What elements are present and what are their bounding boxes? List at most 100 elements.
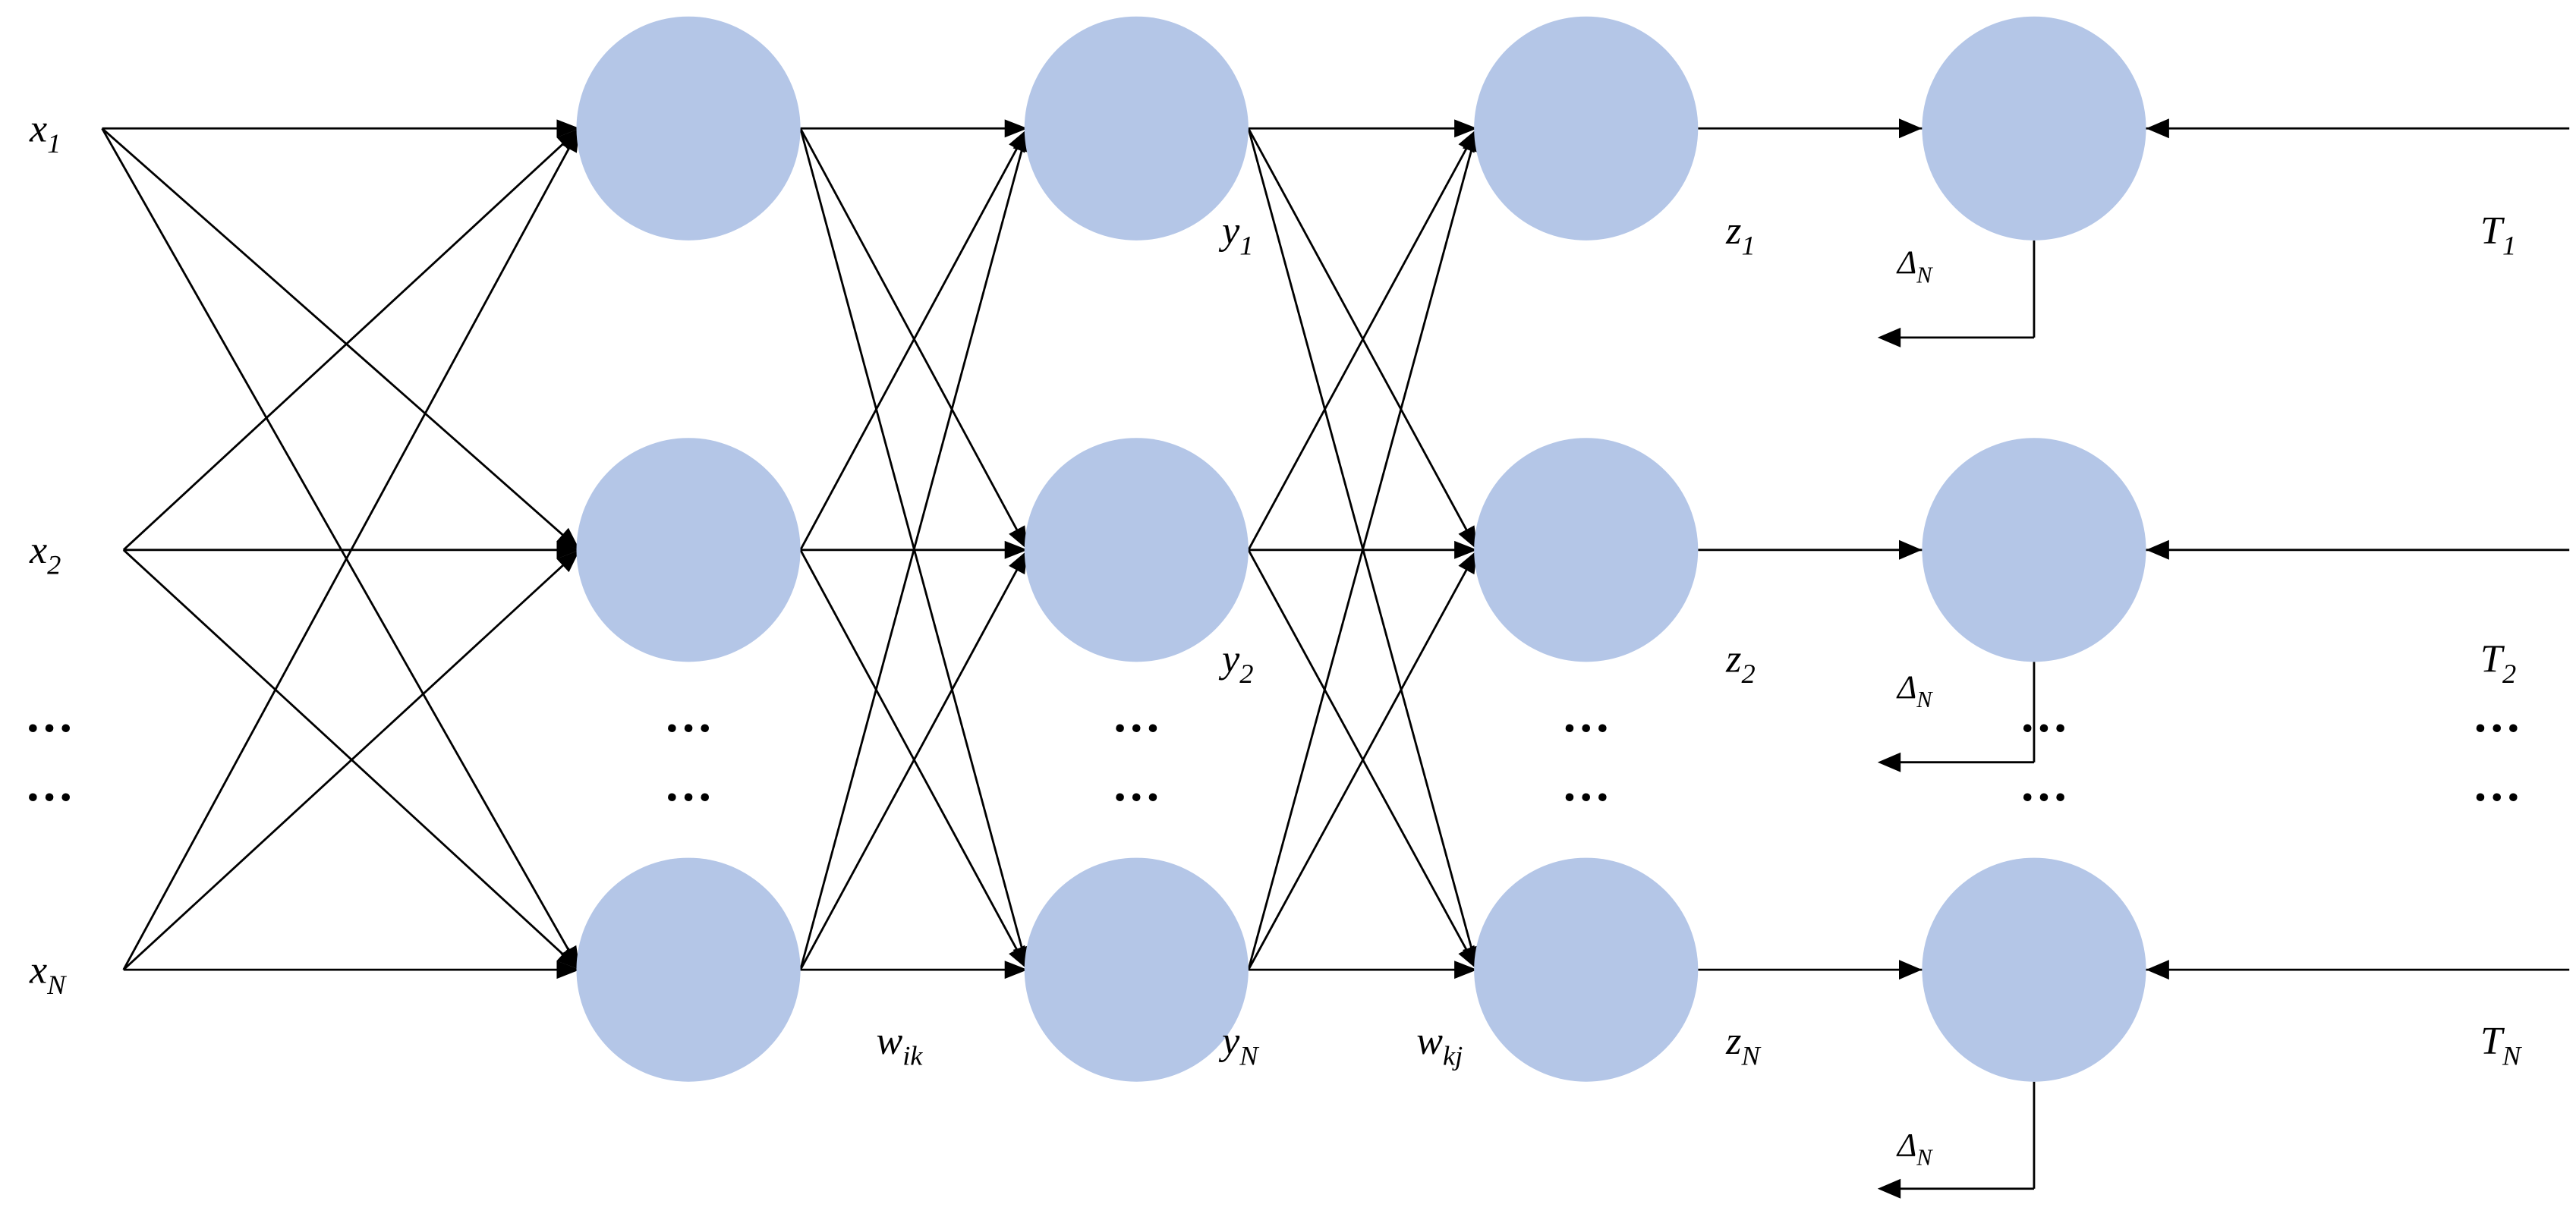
weight-label-2: wkj xyxy=(1416,1020,1463,1071)
input-label-3-base: x xyxy=(29,948,47,992)
connection-l2-2-to-l3-1 xyxy=(1247,127,1479,551)
arrowhead-output-3-error xyxy=(1899,960,1923,980)
ellipsis-error-1: ··· xyxy=(2019,701,2068,756)
output-label-3: zN xyxy=(1725,1020,1761,1071)
input-label-1-sub: 1 xyxy=(47,128,61,159)
arrowhead-input-2-l1-3 xyxy=(556,947,580,970)
output-label-1: z1 xyxy=(1725,209,1756,261)
arrowhead-l1-1-l2-2 xyxy=(1009,525,1028,550)
target-label-3-sub: N xyxy=(2502,1040,2522,1071)
error-label-2-base: Δ xyxy=(1896,669,1916,706)
connection-l1-3-to-l2-1 xyxy=(799,127,1029,970)
weight-label-2-sub: kj xyxy=(1443,1040,1463,1071)
connection-input-1-to-l1-2 xyxy=(101,127,581,551)
ellipsis-output-2: ··· xyxy=(1561,770,1611,825)
target-label-2-base: T xyxy=(2480,637,2505,681)
nodes xyxy=(576,16,2146,1082)
arrowhead-l2-2-l3-3 xyxy=(1458,945,1478,970)
hidden-output-label-1-base: y xyxy=(1218,209,1240,253)
connection-l1-3-to-l2-2 xyxy=(799,549,1029,970)
input-label-2-base: x xyxy=(29,529,47,572)
connection-input-3-to-l1-2 xyxy=(122,549,581,971)
node-output-layer-1 xyxy=(1474,16,1699,241)
error-label-1: ΔN xyxy=(1896,244,1933,288)
arrowhead-target-1 xyxy=(2146,118,2169,139)
output-label-2-sub: 2 xyxy=(1741,659,1755,689)
output-label-1-sub: 1 xyxy=(1741,231,1755,261)
error-label-1-base: Δ xyxy=(1896,244,1916,281)
connection-input-2-to-l1-1 xyxy=(122,127,581,551)
ellipsis-input-1: ··· xyxy=(25,701,74,756)
error-label-2: ΔN xyxy=(1896,669,1933,712)
output-label-3-sub: N xyxy=(1740,1040,1761,1071)
node-output-layer-2 xyxy=(1474,438,1699,662)
arrowhead-output-2-error xyxy=(1899,539,1923,560)
arrowhead-l2-3-l3-3 xyxy=(1454,961,1478,979)
error-label-3: ΔN xyxy=(1896,1127,1933,1170)
node-error-layer-2 xyxy=(1922,438,2146,662)
input-label-2: x2 xyxy=(29,529,61,580)
arrowhead-l1-1-l2-1 xyxy=(1004,119,1028,138)
error-label-1-sub: N xyxy=(1916,262,1933,288)
arrowhead-target-2 xyxy=(2146,539,2169,560)
ellipsis-output-1: ··· xyxy=(1561,701,1611,756)
error-label-3-sub: N xyxy=(1916,1144,1933,1170)
node-hidden-layer-2-2 xyxy=(1024,438,1249,662)
target-label-1-sub: 1 xyxy=(2502,231,2516,261)
input-label-1: x1 xyxy=(29,108,61,159)
node-hidden-layer-2-1 xyxy=(1024,16,1249,241)
arrowhead-l1-3-l2-2 xyxy=(1009,549,1028,575)
input-label-3: xN xyxy=(29,948,67,1000)
arrowhead-input-1-l1-2 xyxy=(556,527,580,550)
target-label-1-base: T xyxy=(2480,209,2505,253)
arrowhead-target-3 xyxy=(2146,960,2169,980)
node-hidden-layer-1-2 xyxy=(576,438,801,662)
ellipsis-target-2: ··· xyxy=(2472,770,2521,825)
ellipsis-hidden-2-2: ··· xyxy=(1112,770,1161,825)
arrowhead-input-3-l1-2 xyxy=(556,549,580,573)
arrowhead-input-3-l1-1 xyxy=(560,128,580,153)
arrowhead-input-3-l1-3 xyxy=(556,961,580,979)
node-output-layer-3 xyxy=(1474,857,1699,1082)
node-hidden-layer-2-3 xyxy=(1024,857,1249,1082)
error-label-3-base: Δ xyxy=(1896,1127,1916,1163)
arrowhead-l1-2-l2-2 xyxy=(1004,540,1028,559)
arrowhead-l1-3-l2-3 xyxy=(1004,961,1028,979)
arrowhead-l2-1-l3-1 xyxy=(1454,119,1478,138)
connection-l2-3-to-l3-2 xyxy=(1247,549,1479,970)
weight-label-2-base: w xyxy=(1416,1020,1443,1063)
ellipsis-error-2: ··· xyxy=(2019,770,2068,825)
arrowhead-l2-2-l3-2 xyxy=(1454,540,1478,559)
hidden-output-label-2-sub: 2 xyxy=(1239,659,1253,689)
output-label-1-base: z xyxy=(1725,209,1741,253)
output-label-2-base: z xyxy=(1725,637,1741,681)
target-label-2-sub: 2 xyxy=(2502,659,2516,689)
connection-l2-3-to-l3-1 xyxy=(1247,127,1479,970)
target-label-2: T2 xyxy=(2480,637,2516,689)
hidden-output-label-3-sub: N xyxy=(1239,1040,1259,1071)
error-feedback-arrowhead-3 xyxy=(1877,1178,1901,1199)
target-label-3-base: T xyxy=(2480,1020,2505,1063)
node-error-layer-1 xyxy=(1922,16,2146,241)
connections xyxy=(101,118,2570,1199)
node-hidden-layer-1-1 xyxy=(576,16,801,241)
error-feedback-arrowhead-1 xyxy=(1877,327,1901,347)
ellipsis-hidden-1-1: ··· xyxy=(663,701,713,756)
node-hidden-layer-1-3 xyxy=(576,857,801,1082)
input-label-3-sub: N xyxy=(46,970,67,1000)
arrowhead-output-1-error xyxy=(1899,118,1923,139)
ellipsis-target-1: ··· xyxy=(2472,701,2521,756)
ellipsis-hidden-1-2: ··· xyxy=(663,770,713,825)
connection-input-3-to-l1-1 xyxy=(122,127,581,970)
arrowhead-l2-3-l3-2 xyxy=(1458,549,1478,575)
weight-label-1: wik xyxy=(876,1020,923,1071)
hidden-output-label-2-base: y xyxy=(1218,637,1240,681)
ellipsis-input-2: ··· xyxy=(25,770,74,825)
input-label-1-base: x xyxy=(29,108,47,151)
error-feedback-arrowhead-2 xyxy=(1877,752,1901,772)
arrowhead-l2-1-l3-2 xyxy=(1458,525,1478,550)
arrowhead-l1-2-l2-3 xyxy=(1009,945,1028,970)
target-label-3: TN xyxy=(2480,1020,2522,1071)
